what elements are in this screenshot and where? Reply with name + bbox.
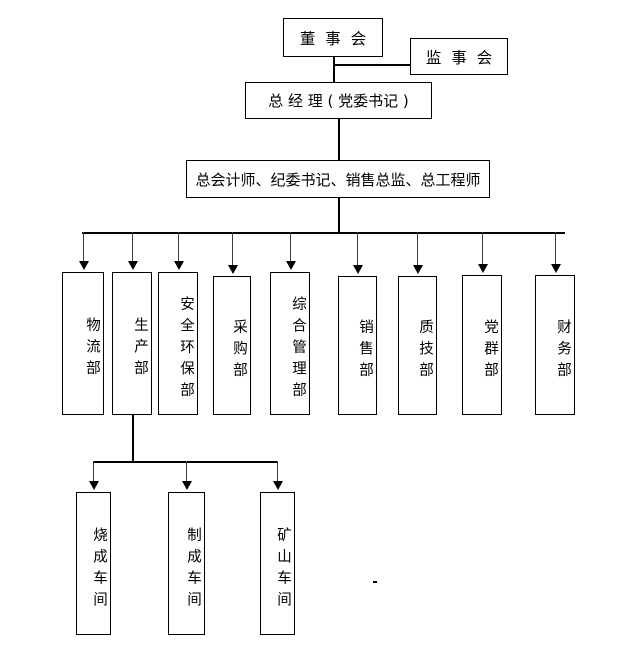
department-arrow-icon — [478, 264, 488, 273]
department-box-label: 销售部 — [357, 319, 373, 384]
node-board-of-directors[interactable]: 董 事 会 — [283, 18, 383, 57]
department-box-label: 综合管理部 — [290, 295, 306, 404]
department-box-label: 质技部 — [417, 319, 433, 384]
department-box-4[interactable]: 采购部 — [213, 276, 251, 415]
department-box-9[interactable]: 财务部 — [535, 275, 575, 415]
department-arrow-icon — [79, 261, 89, 270]
workshop-box-label: 矿山车间 — [275, 526, 291, 613]
workshop-arrow-icon — [273, 481, 283, 490]
department-arrow-icon — [228, 265, 238, 274]
department-box-5[interactable]: 综合管理部 — [270, 272, 310, 415]
connector-board-to-supervisory — [333, 64, 410, 66]
workshop-drop-line — [93, 461, 95, 483]
connector-production-to-workshops — [132, 415, 134, 461]
workshop-drop-line — [186, 461, 188, 483]
workshop-box-label: 烧成车间 — [91, 526, 107, 613]
workshop-box-label: 制成车间 — [185, 526, 201, 613]
department-drop-line — [232, 232, 234, 267]
department-box-label: 物流部 — [84, 317, 100, 382]
stray-dot-artifact — [373, 581, 377, 583]
department-box-label: 采购部 — [231, 319, 247, 384]
department-box-3[interactable]: 安全环保部 — [158, 272, 198, 415]
department-box-label: 生产部 — [132, 317, 148, 382]
department-box-6[interactable]: 销售部 — [338, 276, 377, 415]
department-box-label: 党群部 — [482, 318, 498, 384]
department-arrow-icon — [551, 264, 561, 273]
department-drop-line — [290, 232, 292, 263]
department-drop-line — [83, 232, 85, 263]
department-arrow-icon — [353, 265, 363, 274]
workshop-drop-line — [277, 461, 279, 483]
department-arrow-icon — [128, 261, 138, 270]
workshop-arrow-icon — [89, 481, 99, 490]
department-box-8[interactable]: 党群部 — [462, 275, 502, 415]
connector-workshop-bus — [93, 461, 278, 463]
connector-executives-to-departments — [338, 198, 340, 232]
connector-department-bus — [82, 232, 565, 234]
department-drop-line — [482, 232, 484, 266]
node-board-label: 董 事 会 — [299, 29, 369, 48]
node-supervisory-board[interactable]: 监 事 会 — [410, 38, 508, 75]
connector-gm-to-executives — [338, 119, 340, 160]
node-executives[interactable]: 总会计师、纪委书记、销售总监、总工程师 — [186, 160, 490, 198]
connector-board-to-gm — [333, 57, 335, 82]
department-box-label: 财务部 — [555, 318, 571, 384]
node-general-manager-label: 总 经 理 ( 党委书记 ) — [268, 92, 409, 110]
department-box-7[interactable]: 质技部 — [398, 276, 437, 415]
department-drop-line — [178, 232, 180, 263]
workshop-box-3[interactable]: 矿山车间 — [260, 492, 295, 635]
department-arrow-icon — [174, 261, 184, 270]
node-general-manager[interactable]: 总 经 理 ( 党委书记 ) — [245, 82, 432, 119]
workshop-box-2[interactable]: 制成车间 — [168, 492, 205, 635]
workshop-box-1[interactable]: 烧成车间 — [76, 492, 111, 635]
department-box-2[interactable]: 生产部 — [112, 272, 152, 415]
department-drop-line — [357, 232, 359, 267]
department-drop-line — [555, 232, 557, 266]
department-arrow-icon — [286, 261, 296, 270]
node-supervisory-label: 监 事 会 — [425, 48, 495, 67]
department-arrow-icon — [413, 265, 423, 274]
department-box-label: 安全环保部 — [178, 295, 194, 404]
department-drop-line — [132, 232, 134, 263]
department-box-1[interactable]: 物流部 — [62, 272, 104, 415]
node-executives-label: 总会计师、纪委书记、销售总监、总工程师 — [195, 170, 481, 189]
department-drop-line — [417, 232, 419, 267]
workshop-arrow-icon — [182, 481, 192, 490]
